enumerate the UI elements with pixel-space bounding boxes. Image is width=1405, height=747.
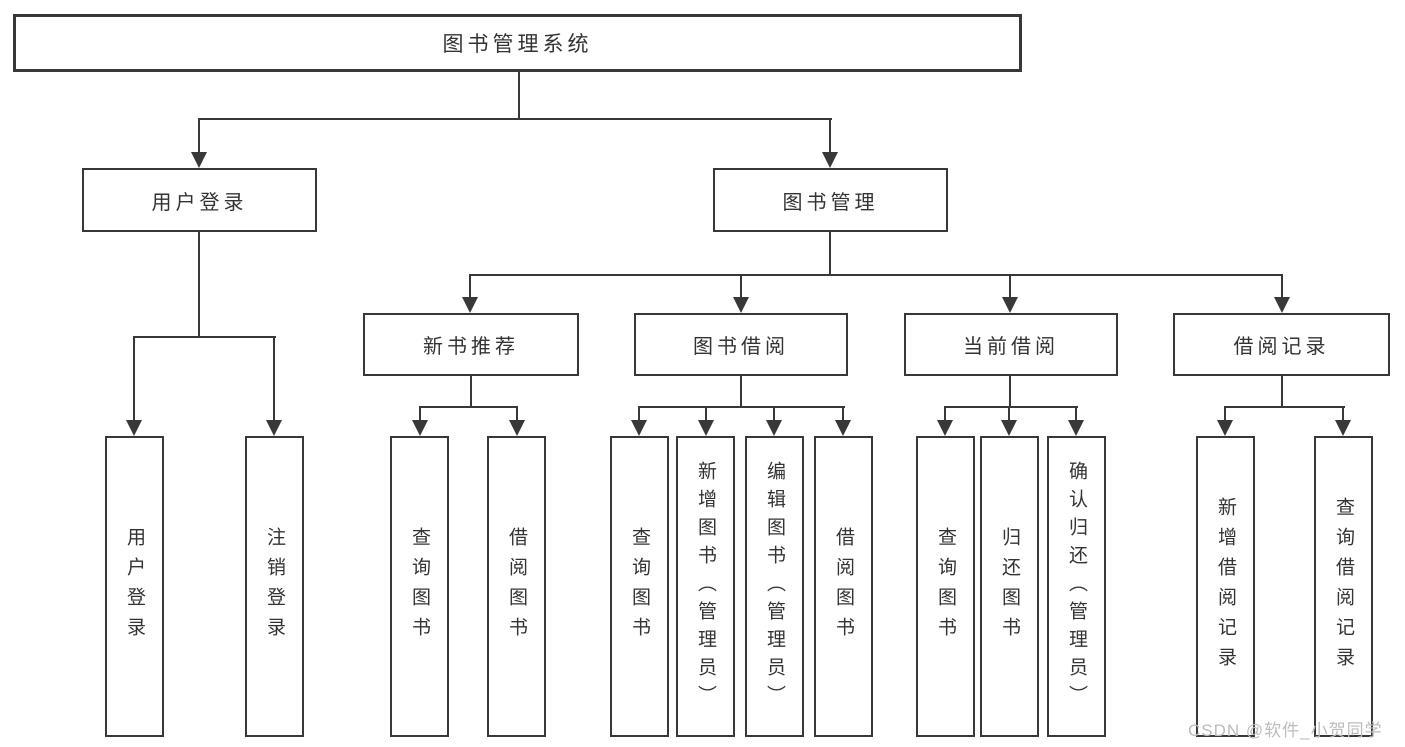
arrowhead-to-book-mgmt bbox=[822, 152, 838, 168]
arrowhead-leaf-cu-return bbox=[1001, 420, 1017, 436]
connector-borrow-stem bbox=[740, 376, 742, 408]
arrowhead-leaf-bw-borrow bbox=[835, 420, 851, 436]
arrowhead-to-current bbox=[1002, 297, 1018, 313]
leaf-logout: 注销登录 bbox=[245, 436, 304, 737]
connector-new-books-bar bbox=[419, 406, 518, 408]
leaf-current-query-label: 查询图书 bbox=[935, 526, 956, 647]
arrowhead-to-borrow bbox=[733, 297, 749, 313]
connector-leaf-logout-stem bbox=[273, 336, 275, 422]
arrowhead-leaf-login bbox=[126, 420, 142, 436]
connector-leaf-bw-query-stem bbox=[638, 406, 640, 422]
connector-leaf-cu-return-stem bbox=[1008, 406, 1010, 422]
leaf-borrow-borrow: 借阅图书 bbox=[814, 436, 873, 737]
arrowhead-to-new-books bbox=[462, 297, 478, 313]
node-user-login-label: 用户登录 bbox=[151, 191, 248, 214]
leaf-current-confirm-label: 确认归还（管理员） bbox=[1066, 460, 1087, 713]
arrowhead-leaf-nb-query bbox=[412, 420, 428, 436]
connector-root-stem bbox=[518, 71, 520, 119]
leaf-borrow-edit-label: 编辑图书（管理员） bbox=[764, 460, 785, 713]
arrowhead-to-records bbox=[1274, 297, 1290, 313]
connector-leaf-cu-query-stem bbox=[944, 406, 946, 422]
connector-root-bar bbox=[198, 118, 832, 120]
leaf-current-confirm: 确认归还（管理员） bbox=[1047, 436, 1106, 737]
node-borrow-records-label: 借阅记录 bbox=[1233, 336, 1330, 358]
leaf-borrow-edit: 编辑图书（管理员） bbox=[745, 436, 804, 737]
arrowhead-leaf-nb-borrow bbox=[509, 420, 525, 436]
connector-new-books-stem bbox=[470, 376, 472, 408]
node-new-book-recommend: 新书推荐 bbox=[363, 313, 579, 376]
connector-leaf-nb-query-stem bbox=[419, 406, 421, 422]
arrowhead-leaf-bw-edit bbox=[766, 420, 782, 436]
leaf-borrow-query-label: 查询图书 bbox=[629, 526, 650, 647]
arrowhead-leaf-logout bbox=[266, 420, 282, 436]
leaf-records-query: 查询借阅记录 bbox=[1314, 436, 1373, 737]
leaf-logout-label: 注销登录 bbox=[264, 526, 285, 647]
node-current-borrow-label: 当前借阅 bbox=[963, 336, 1059, 358]
connector-current-bar bbox=[944, 406, 1078, 408]
connector-leaf-nb-borrow-stem bbox=[516, 406, 518, 422]
leaf-borrow-add-label: 新增图书（管理员） bbox=[695, 460, 716, 713]
connector-to-book-mgmt-stem bbox=[829, 118, 831, 154]
leaf-newbooks-query-label: 查询图书 bbox=[409, 526, 430, 647]
connector-to-records-stem bbox=[1281, 274, 1283, 300]
arrowhead-leaf-cu-confirm bbox=[1068, 420, 1084, 436]
connector-to-current-stem bbox=[1009, 274, 1011, 300]
connector-user-login-stem bbox=[198, 232, 200, 338]
node-book-borrow-label: 图书借阅 bbox=[693, 336, 789, 358]
connector-leaf-bw-borrow-stem bbox=[842, 406, 844, 422]
connector-leaf-bw-edit-stem bbox=[773, 406, 775, 422]
connector-to-new-books-stem bbox=[469, 274, 471, 300]
connector-to-user-login-stem bbox=[198, 118, 200, 154]
leaf-borrow-add: 新增图书（管理员） bbox=[676, 436, 735, 737]
leaf-borrow-borrow-label: 借阅图书 bbox=[833, 526, 854, 647]
leaf-records-query-label: 查询借阅记录 bbox=[1333, 496, 1354, 677]
node-current-borrow: 当前借阅 bbox=[904, 313, 1118, 376]
connector-book-mgmt-bar bbox=[469, 274, 1283, 276]
connector-leaf-cu-confirm-stem bbox=[1075, 406, 1077, 422]
leaf-newbooks-borrow-label: 借阅图书 bbox=[506, 526, 527, 647]
node-book-borrow: 图书借阅 bbox=[634, 313, 848, 376]
leaf-user-login: 用户登录 bbox=[105, 436, 164, 737]
node-library-system: 图书管理系统 bbox=[13, 14, 1022, 72]
arrowhead-leaf-rc-query bbox=[1335, 420, 1351, 436]
connector-leaf-rc-query-stem bbox=[1342, 406, 1344, 422]
connector-leaf-bw-add-stem bbox=[705, 406, 707, 422]
connector-leaf-login-stem bbox=[133, 336, 135, 422]
csdn-watermark: CSDN @软件_小贺同学 bbox=[1188, 721, 1383, 740]
node-book-management-label: 图书管理 bbox=[782, 191, 879, 214]
connector-to-borrow-stem bbox=[740, 274, 742, 300]
leaf-current-query: 查询图书 bbox=[916, 436, 975, 737]
leaf-newbooks-query: 查询图书 bbox=[390, 436, 449, 737]
leaf-borrow-query: 查询图书 bbox=[610, 436, 669, 737]
arrowhead-leaf-bw-query bbox=[631, 420, 647, 436]
connector-borrow-bar bbox=[638, 406, 845, 408]
node-library-system-label: 图书管理系统 bbox=[442, 33, 593, 56]
arrowhead-leaf-cu-query bbox=[937, 420, 953, 436]
node-book-management: 图书管理 bbox=[713, 168, 948, 232]
connector-records-bar bbox=[1224, 406, 1345, 408]
connector-user-login-bar bbox=[133, 336, 276, 338]
node-borrow-records: 借阅记录 bbox=[1173, 313, 1390, 376]
node-user-login: 用户登录 bbox=[82, 168, 317, 232]
leaf-current-return: 归还图书 bbox=[980, 436, 1039, 737]
arrowhead-leaf-rc-add bbox=[1217, 420, 1233, 436]
arrowhead-leaf-bw-add bbox=[698, 420, 714, 436]
node-new-book-recommend-label: 新书推荐 bbox=[423, 336, 519, 358]
connector-records-stem bbox=[1281, 376, 1283, 408]
leaf-current-return-label: 归还图书 bbox=[999, 526, 1020, 647]
arrowhead-to-user-login bbox=[191, 152, 207, 168]
leaf-user-login-label: 用户登录 bbox=[124, 526, 145, 647]
leaf-records-add-label: 新增借阅记录 bbox=[1215, 496, 1236, 677]
leaf-newbooks-borrow: 借阅图书 bbox=[487, 436, 546, 737]
connector-current-stem bbox=[1009, 376, 1011, 408]
connector-book-mgmt-stem bbox=[829, 232, 831, 276]
leaf-records-add: 新增借阅记录 bbox=[1196, 436, 1255, 737]
connector-leaf-rc-add-stem bbox=[1224, 406, 1226, 422]
